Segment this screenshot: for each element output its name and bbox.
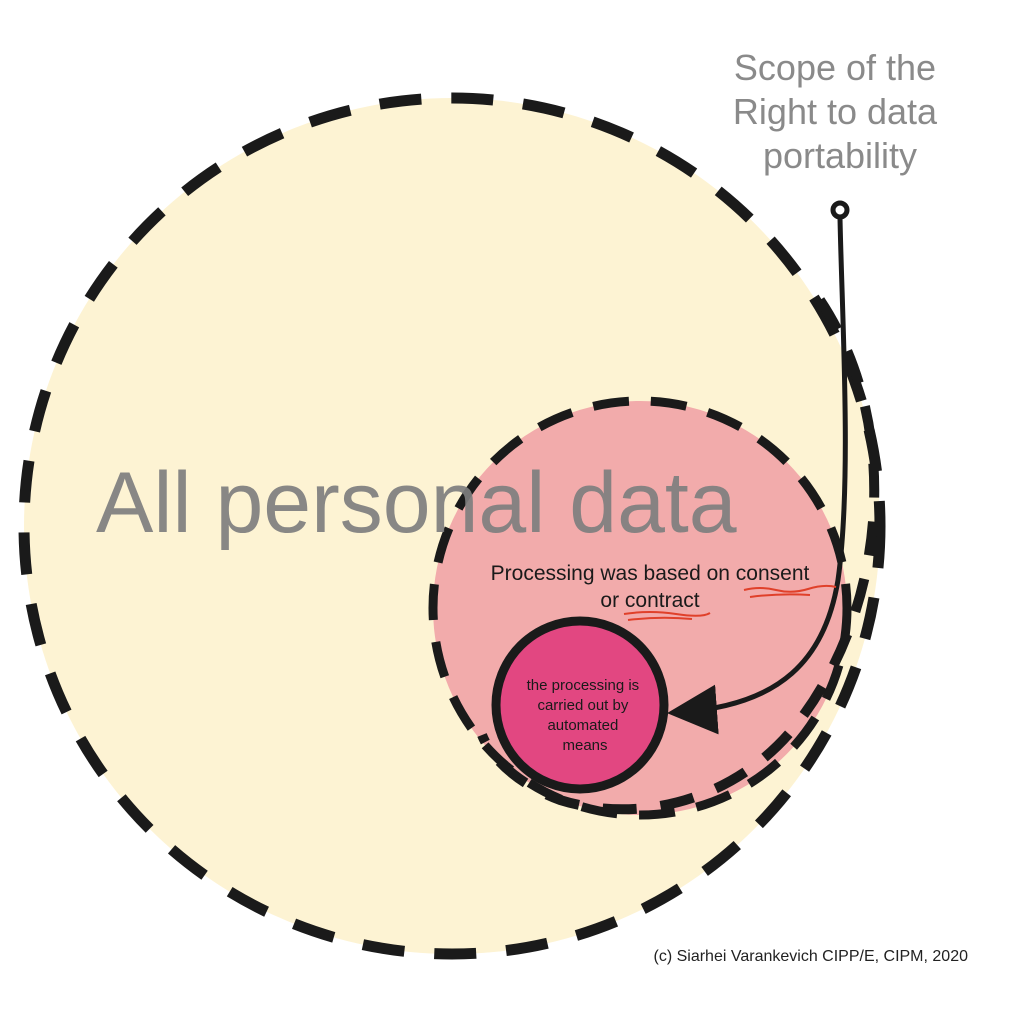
scope-title-line-2: Right to data — [733, 91, 938, 132]
scope-title: Scope of the Right to data portability — [733, 47, 947, 176]
consent-underline — [743, 584, 837, 598]
consent-contract-label-line-1: Processing was based on consent — [491, 562, 810, 585]
inner-circle-automated-means — [491, 616, 669, 794]
automated-means-line-3: automated — [547, 717, 618, 734]
credit-text: (c) Siarhei Varankevich CIPP/E, CIPM, 20… — [654, 948, 969, 965]
automated-means-line-2: carried out by — [537, 697, 628, 714]
pointer-origin-dot — [830, 200, 850, 220]
pointer-arrow — [667, 217, 848, 735]
scope-title-line-3: portability — [763, 135, 917, 176]
consent-contract-label-line-2: or contract — [600, 589, 699, 612]
scope-title-line-1: Scope of the — [734, 47, 936, 88]
contract-underline — [623, 611, 711, 621]
scope-boundary-dashed-arc — [477, 297, 880, 815]
all-personal-data-label: All personal data — [96, 455, 737, 551]
automated-means-line-1: the processing is — [527, 677, 640, 694]
automated-means-label: the processing is carried out by automat… — [527, 677, 644, 754]
automated-means-line-4: means — [562, 737, 607, 754]
